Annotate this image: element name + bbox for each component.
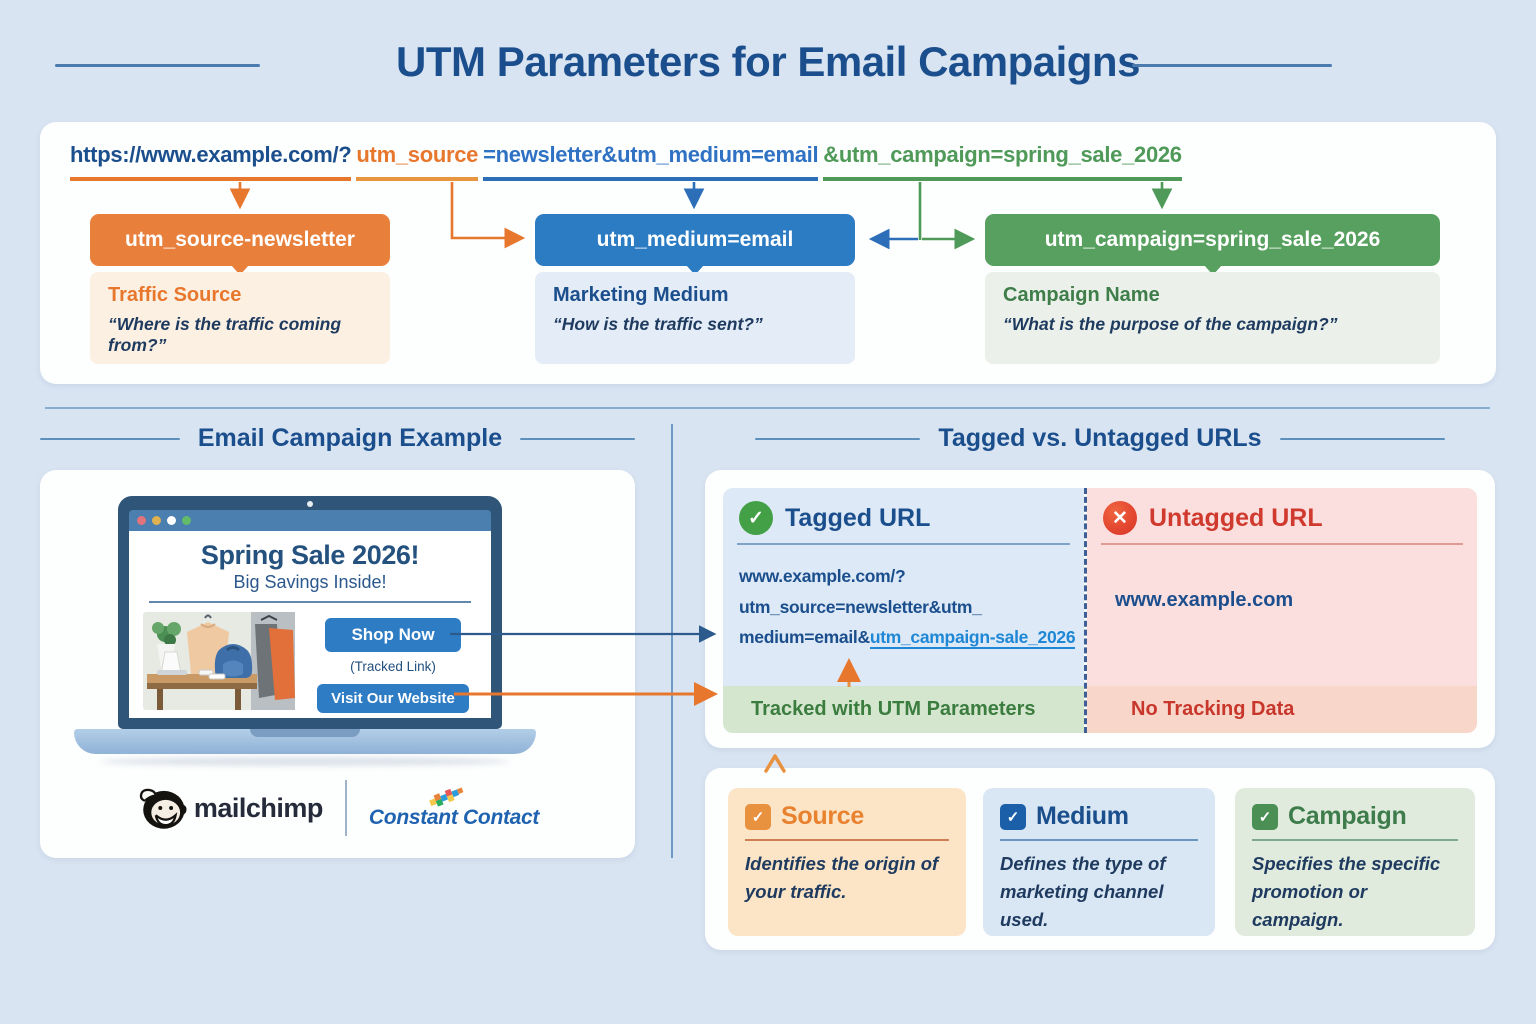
url-segment-source: utm_source — [356, 142, 478, 181]
shop-now-button[interactable]: Shop Now — [325, 618, 461, 652]
left-section-title: Email Campaign Example — [197, 424, 503, 452]
url-segment-medium: =newsletter&utm_medium=email — [483, 142, 819, 181]
utm-campaign-chip: utm_campaign=spring_sale_2026 — [985, 214, 1440, 275]
window-dot-red-icon — [137, 516, 146, 525]
campaign-card-title: Campaign — [1288, 802, 1407, 830]
medium-card: ✓ Medium Defines the type of marketing c… — [983, 788, 1215, 936]
header-rule — [1279, 437, 1445, 440]
laptop-camera-icon — [307, 501, 313, 507]
tagged-url-line2: utm_source=newsletter&utm_ — [739, 596, 982, 617]
mailchimp-wordmark: mailchimp — [193, 792, 324, 823]
medium-card-rule — [1000, 839, 1198, 841]
campaign-description-box: Campaign Name “What is the purpose of th… — [985, 272, 1440, 364]
page-title: UTM Parameters for Email Campaigns — [396, 38, 1140, 85]
medium-checkbox-icon: ✓ — [1000, 803, 1026, 830]
medium-label: Marketing Medium — [553, 284, 729, 306]
check-circle-icon: ✓ — [739, 501, 773, 535]
window-dot-white-icon — [167, 516, 176, 525]
email-divider — [149, 601, 471, 603]
example-url: https://www.example.com/?utm_source=news… — [70, 142, 1187, 181]
email-subheading: Big Savings Inside! — [233, 572, 387, 592]
url-segment-domain: https://www.example.com/? — [70, 142, 352, 181]
source-question: “Where is the traffic coming from?” — [108, 314, 342, 355]
window-dot-yellow-icon — [152, 516, 161, 525]
title-rule-right — [1132, 64, 1332, 67]
email-heading: Spring Sale 2026! — [200, 540, 420, 570]
campaign-card: ✓ Campaign Specifies the specific promot… — [1235, 788, 1475, 936]
tagged-url-campaign-highlight: utm_campaign-sale_2026 — [869, 627, 1076, 650]
medium-description-box: Marketing Medium “How is the traffic sen… — [535, 272, 855, 364]
medium-card-title: Medium — [1036, 802, 1129, 830]
constant-contact-wordmark: Constant Contact — [368, 806, 540, 829]
source-card-desc: Identifies the origin of your traffic. — [745, 853, 939, 902]
browser-titlebar — [129, 510, 491, 531]
url-segment-campaign: &utm_campaign=spring_sale_2026 — [823, 142, 1182, 181]
source-checkbox-icon: ✓ — [745, 803, 771, 830]
title-rule-left — [55, 64, 260, 67]
x-circle-icon: ✕ — [1103, 501, 1137, 535]
campaign-question: “What is the purpose of the campaign?” — [1003, 314, 1338, 334]
campaign-card-desc: Specifies the specific promotion or camp… — [1252, 853, 1441, 930]
header-rule — [755, 437, 921, 440]
campaign-checkbox-icon: ✓ — [1252, 803, 1278, 830]
medium-card-desc: Defines the type of marketing channel us… — [1000, 853, 1166, 930]
email-body: Spring Sale 2026! Big Savings Inside! — [129, 531, 491, 718]
source-card-rule — [745, 839, 949, 841]
source-card-title: Source — [781, 802, 864, 830]
laptop-shadow — [100, 757, 510, 766]
horizontal-separator — [45, 407, 1490, 409]
laptop-notch — [250, 729, 360, 737]
source-description-box: Traffic Source “Where is the traffic com… — [90, 272, 390, 364]
source-label: Traffic Source — [108, 284, 242, 306]
constant-contact-leaf-icon — [429, 787, 464, 807]
no-tracking-footer: No Tracking Data — [1087, 686, 1477, 733]
untagged-url-text: www.example.com — [1115, 589, 1294, 611]
header-rule — [520, 437, 635, 440]
right-section-header: Tagged vs. Untagged URLs — [705, 424, 1495, 453]
tracked-link-note: (Tracked Link) — [350, 659, 436, 674]
logo-divider — [344, 780, 347, 836]
product-photo — [143, 612, 295, 710]
untagged-url-block: ✕ Untagged URL www.example.com No Tracki… — [1087, 488, 1477, 733]
window-dot-green-icon — [182, 516, 191, 525]
campaign-label: Campaign Name — [1003, 284, 1160, 306]
tagged-url-text: www.example.com/? utm_source=newsletter&… — [723, 545, 1084, 653]
utm-medium-chip: utm_medium=email — [535, 214, 855, 275]
source-card: ✓ Source Identifies the origin of your t… — [728, 788, 966, 936]
right-section-title: Tagged vs. Untagged URLs — [938, 424, 1262, 452]
left-section-header: Email Campaign Example — [40, 424, 635, 453]
untagged-url-title: Untagged URL — [1149, 503, 1323, 532]
tracked-footer: Tracked with UTM Parameters — [723, 686, 1084, 733]
tagged-url-line1: www.example.com/? — [739, 566, 906, 586]
constant-contact-logo: Constant Contact — [369, 786, 539, 830]
tagged-url-block: ✓ Tagged URL www.example.com/? utm_sourc… — [723, 488, 1084, 733]
utm-source-chip: utm_source-newsletter — [90, 214, 390, 275]
tagged-url-line3-plain: medium=email& — [739, 627, 870, 648]
mailchimp-monkey-icon — [139, 788, 187, 829]
tagged-url-line3: medium=email&utm_campaign-sale_2026 — [739, 622, 1076, 653]
untagged-rule — [1101, 543, 1463, 545]
vertical-separator — [671, 424, 673, 858]
campaign-card-rule — [1252, 839, 1458, 841]
tagged-rule — [737, 543, 1070, 545]
laptop-base — [74, 729, 536, 754]
visit-website-button[interactable]: Visit Our Website — [317, 684, 469, 713]
header-rule — [40, 437, 180, 440]
email-providers: mailchimp Constant Contact — [40, 772, 635, 844]
tagged-url-title: Tagged URL — [785, 503, 931, 532]
medium-question: “How is the traffic sent?” — [553, 314, 763, 334]
comparison-dashed-divider — [1084, 488, 1087, 733]
mailchimp-logo: mailchimp — [136, 781, 323, 835]
